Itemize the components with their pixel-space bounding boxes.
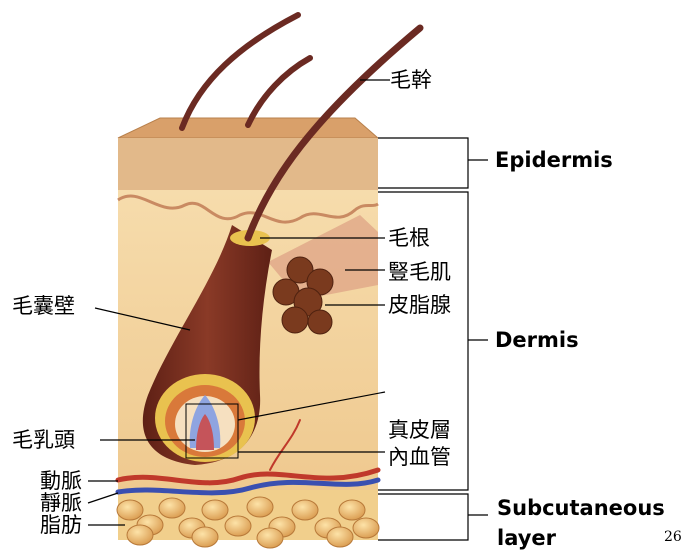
bracket-epidermis [378,138,468,188]
hair-left [182,15,298,128]
fat-cell [327,527,353,547]
fat-cell [257,528,283,548]
label-hair-shaft: 毛幹 [390,70,432,91]
page-number: 26 [664,530,682,544]
label-dermis: Dermis [495,330,579,351]
label-papilla: 毛乳頭 [12,430,75,451]
label-artery: 動脈 [40,471,82,492]
fat-cell [353,518,379,538]
fat-cell [127,525,153,545]
label-arrector-pili: 豎毛肌 [388,262,451,283]
fat-cell [292,500,318,520]
leader-vein [88,493,118,503]
fat-cell [225,516,251,536]
label-subcutaneous: Subcutaneous [497,498,665,519]
fat-cell [192,527,218,547]
layer-brackets [378,138,488,540]
epidermis-layer [118,138,378,190]
label-hair-root: 毛根 [388,228,430,249]
label-dermis-cn: 真皮層 [388,420,451,441]
label-blood-vessel: 內血管 [388,447,451,468]
label-vein: 靜脈 [40,493,82,514]
label-fat: 脂肪 [40,515,82,536]
hair-middle [248,58,310,125]
label-follicle-wall: 毛囊壁 [12,296,75,317]
bracket-subcutaneous [378,494,468,540]
fat-cell [117,500,143,520]
fat-cell [247,497,273,517]
label-subcutaneous-layer: layer [497,528,556,549]
label-epidermis: Epidermis [495,150,613,171]
fat-cell [159,498,185,518]
fat-cell [202,500,228,520]
fat-cell [339,500,365,520]
label-sebaceous-gland: 皮脂腺 [388,295,451,316]
